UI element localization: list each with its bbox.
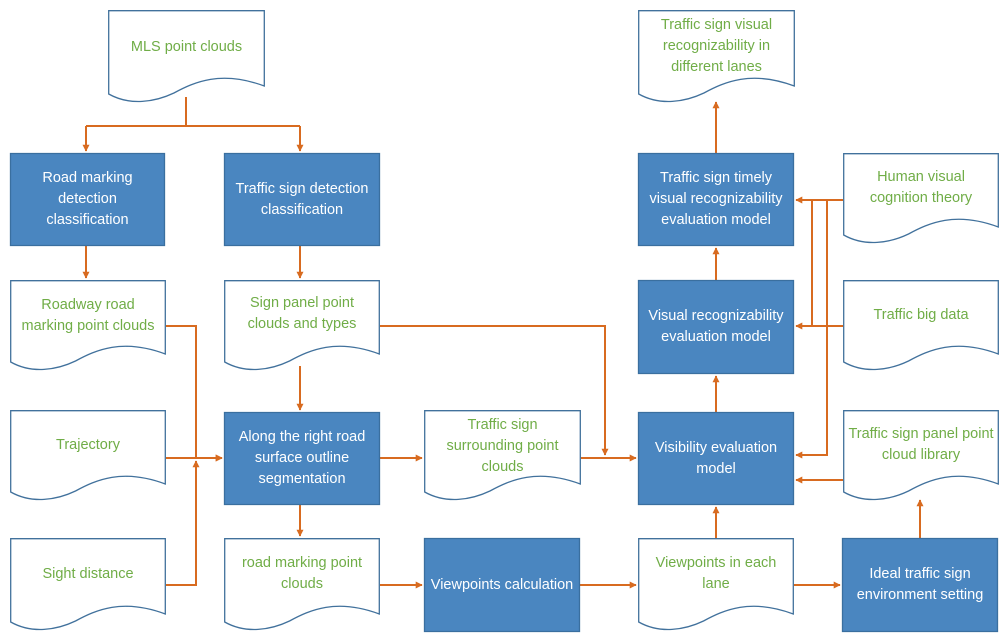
human-cognition-label: Human visual cognition theory (869, 169, 973, 206)
surrounding-points-label: Traffic sign surrounding point clouds (446, 416, 559, 475)
node-shape (223, 411, 381, 506)
road-marking-detection-label: Road marking detection classification (42, 170, 133, 228)
node-shape (843, 280, 999, 371)
segmentation-label: Along the right road surface outline seg… (238, 429, 366, 487)
visibility-model-label: Visibility evaluation model (654, 439, 778, 477)
trajectory-label: Trajectory (56, 436, 120, 453)
traffic-sign-detection-label: Traffic sign detection classification (235, 180, 369, 218)
node-shape (637, 411, 795, 506)
surrounding-points-doc: Traffic sign surrounding point clouds (424, 410, 581, 502)
node-shape (638, 10, 795, 103)
node-shape (10, 280, 166, 371)
trajectory-doc: Trajectory (10, 410, 166, 502)
node-shape (423, 537, 581, 633)
node-shape (843, 410, 999, 501)
road-marking-detection-box: Road marking detection classification (9, 152, 166, 247)
sign-panel-points-doc: Sign panel point clouds and types (224, 280, 380, 372)
roadway-marking-points-label: Roadway road marking point clouds (21, 297, 155, 334)
node-shape (108, 10, 265, 103)
roadway-points-to-segmentation-connector (166, 325, 223, 462)
visual-recognizability-model-label: Visual recognizability evaluation model (648, 308, 784, 345)
timely-recognizability-model-box: Traffic sign timely visual recognizabili… (637, 152, 795, 247)
node-shape (224, 280, 380, 371)
segmentation-box: Along the right road surface outline seg… (223, 411, 381, 506)
road-marking-points-label: road marking point clouds (241, 555, 363, 592)
lanes-output-doc: Traffic sign visual recognizability in d… (638, 10, 795, 104)
node-shape (224, 538, 380, 631)
visibility-model-box: Visibility evaluation model (637, 411, 795, 506)
sight-distance-label: Sight distance (42, 565, 134, 582)
node-shape (841, 537, 999, 633)
node-shape (9, 152, 166, 247)
sign-panel-points-label: Sign panel point clouds and types (247, 295, 357, 332)
ideal-environment-label: Ideal traffic sign environment setting (856, 566, 984, 603)
roadway-marking-points-doc: Roadway road marking point clouds (10, 280, 166, 372)
traffic-sign-detection-box: Traffic sign detection classification (223, 152, 381, 247)
ideal-environment-box: Ideal traffic sign environment setting (841, 537, 999, 633)
timely-recognizability-model-label: Traffic sign timely visual recognizabili… (649, 170, 783, 228)
human-cognition-doc: Human visual cognition theory (843, 153, 999, 245)
sight-distance-doc: Sight distance (10, 538, 166, 632)
panel-library-doc: Traffic sign panel point cloud library (843, 410, 999, 502)
road-marking-points-doc: road marking point clouds (224, 538, 380, 632)
mls-point-clouds-label: MLS point clouds (130, 38, 243, 55)
viewpoints-lane-label: Viewpoints in each lane (655, 555, 777, 592)
viewpoints-lane-doc: Viewpoints in each lane (638, 538, 794, 632)
big-data-label: Traffic big data (873, 306, 969, 323)
node-shape (10, 410, 166, 501)
node-shape (10, 538, 166, 631)
node-shape (223, 152, 381, 247)
viewpoints-calculation-box: Viewpoints calculation (423, 537, 581, 633)
cognition-link-to-visibility-connector (795, 200, 828, 459)
sign-panel-to-visibility-connector (380, 325, 609, 456)
big-data-doc: Traffic big data (843, 280, 999, 372)
sight-distance-to-segmentation-connector (166, 460, 200, 586)
node-shape (637, 279, 795, 375)
node-shape (638, 538, 794, 631)
mls-point-clouds-doc: MLS point clouds (108, 10, 265, 104)
node-shape (843, 153, 999, 244)
visual-recognizability-model-box: Visual recognizability evaluation model (637, 279, 795, 375)
viewpoints-calculation-label: Viewpoints calculation (430, 576, 574, 593)
panel-library-label: Traffic sign panel point cloud library (848, 426, 994, 463)
node-shape (424, 410, 581, 501)
node-shape (637, 152, 795, 247)
lanes-output-label: Traffic sign visual recognizability in d… (660, 16, 773, 75)
